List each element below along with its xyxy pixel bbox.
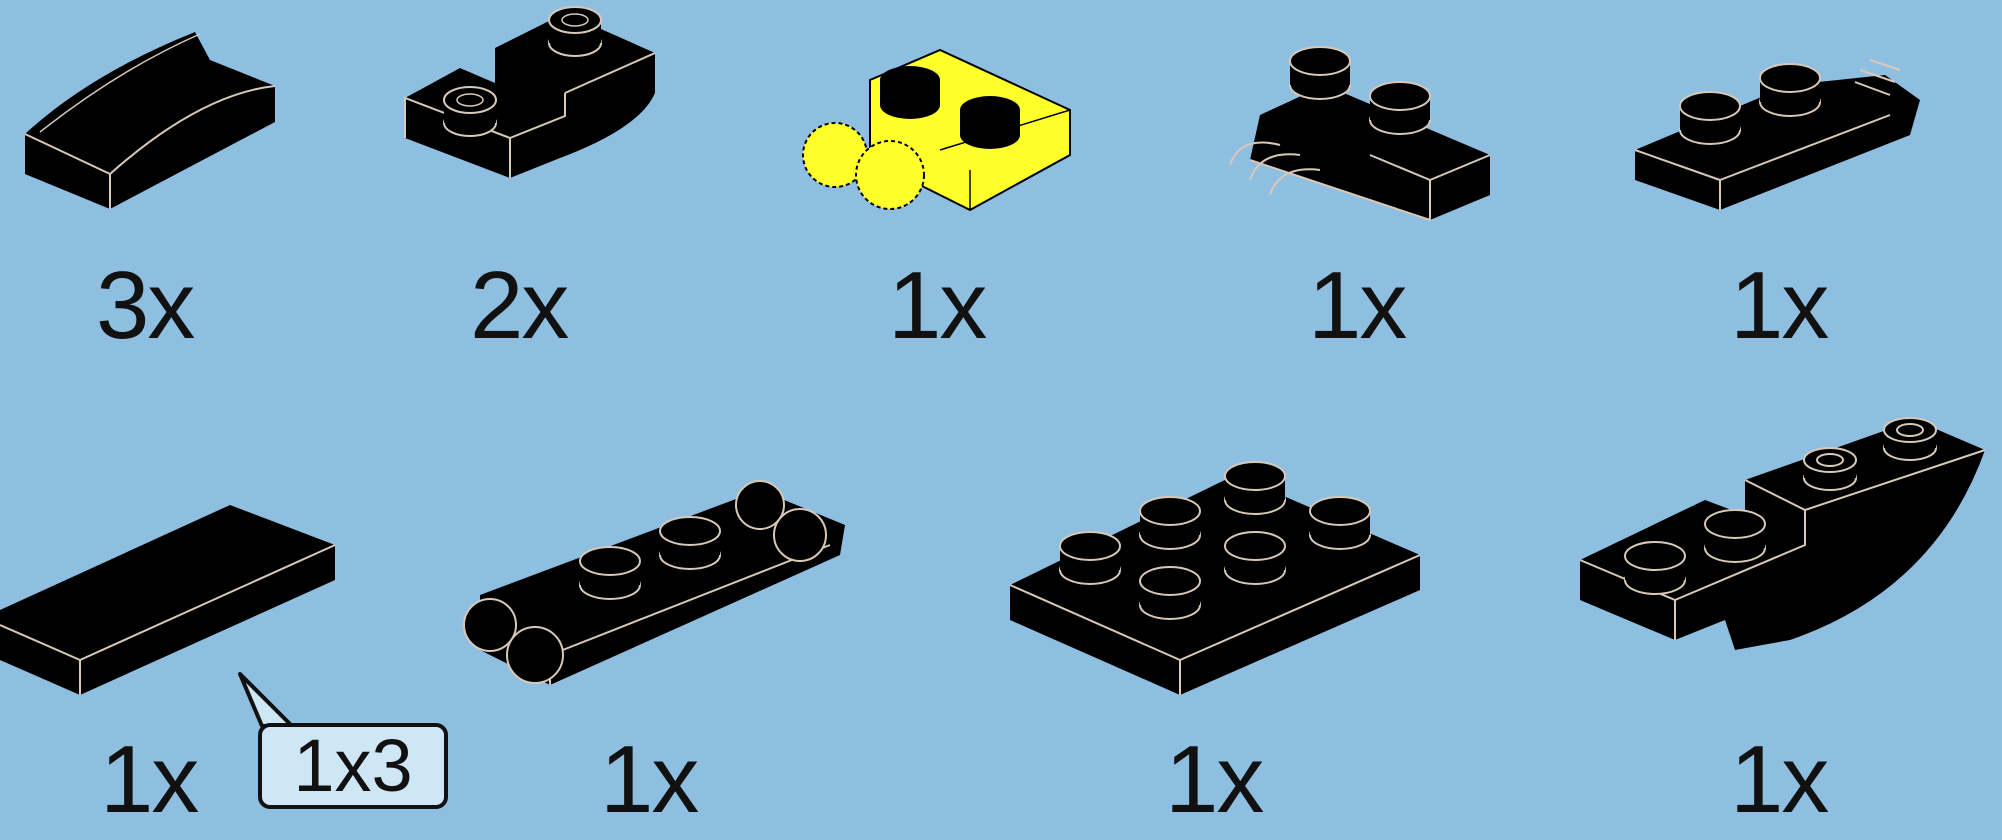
black-curved-inverted-slope-part [1575, 410, 1995, 690]
black-clip-plate-part [460, 475, 850, 705]
quantity-label: 1x [600, 732, 697, 828]
size-callout: 1x3 [258, 723, 448, 809]
quantity-label: 1x [1165, 732, 1262, 828]
quantity-label: 1x [1308, 258, 1405, 354]
yellow-hinge-part [800, 40, 1080, 220]
quantity-label: 1x [100, 732, 197, 828]
black-inverted-slope-part [400, 8, 660, 218]
quantity-label: 1x [1730, 258, 1827, 354]
black-hinge-plate-part [1630, 40, 1930, 220]
black-hinge-finger-part [1220, 45, 1500, 220]
quantity-label: 2x [470, 258, 567, 354]
callout-pointer [236, 670, 296, 730]
quantity-label: 3x [96, 258, 193, 354]
black-plate-2x3-part [1005, 460, 1425, 700]
quantity-label: 1x [1730, 732, 1827, 828]
quantity-label: 1x [888, 258, 985, 354]
black-curved-slope-part [20, 14, 280, 214]
